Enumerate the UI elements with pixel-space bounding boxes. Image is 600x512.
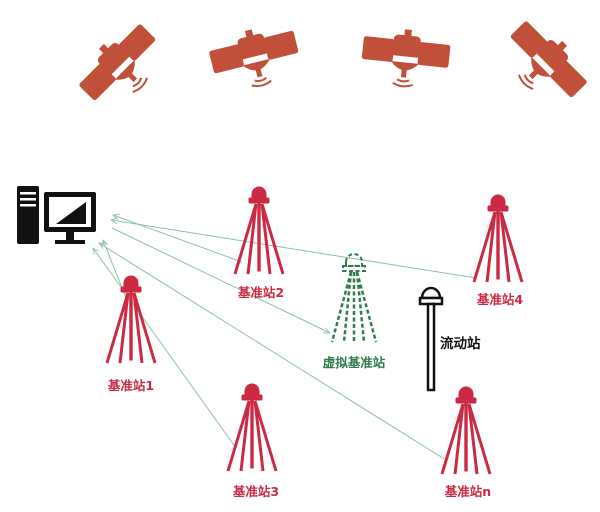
computer-icon <box>17 186 96 244</box>
link-lines <box>93 215 477 461</box>
virtual-station <box>330 253 378 343</box>
station-n <box>440 385 492 476</box>
station-4 <box>472 193 524 284</box>
station-3 <box>226 382 278 473</box>
station-2-label: 基准站2 <box>237 285 284 300</box>
satellite-1-icon <box>70 15 174 119</box>
satellite-3-icon <box>358 24 453 92</box>
station-n-label: 基准站n <box>444 484 491 499</box>
pc-tower <box>17 186 39 244</box>
station-1-label: 基准站1 <box>107 378 154 393</box>
satellite-4-icon <box>492 12 596 116</box>
virtual-station-label: 虚拟基准站 <box>323 355 386 370</box>
station-3-label: 基准站3 <box>232 484 279 499</box>
station-4-label: 基准站4 <box>476 292 524 307</box>
satellite-2-icon <box>205 19 305 97</box>
link-stationn-to-computer <box>99 243 447 461</box>
rover-icon <box>418 286 444 392</box>
link-station3-to-computer <box>93 248 237 449</box>
rover-label: 流动站 <box>440 335 481 352</box>
station-2 <box>233 185 285 276</box>
link-computer-to-virtual-station <box>111 227 330 333</box>
link-station2-to-computer <box>113 215 243 263</box>
station-1 <box>105 274 157 365</box>
link-station4-to-computer <box>111 220 477 279</box>
